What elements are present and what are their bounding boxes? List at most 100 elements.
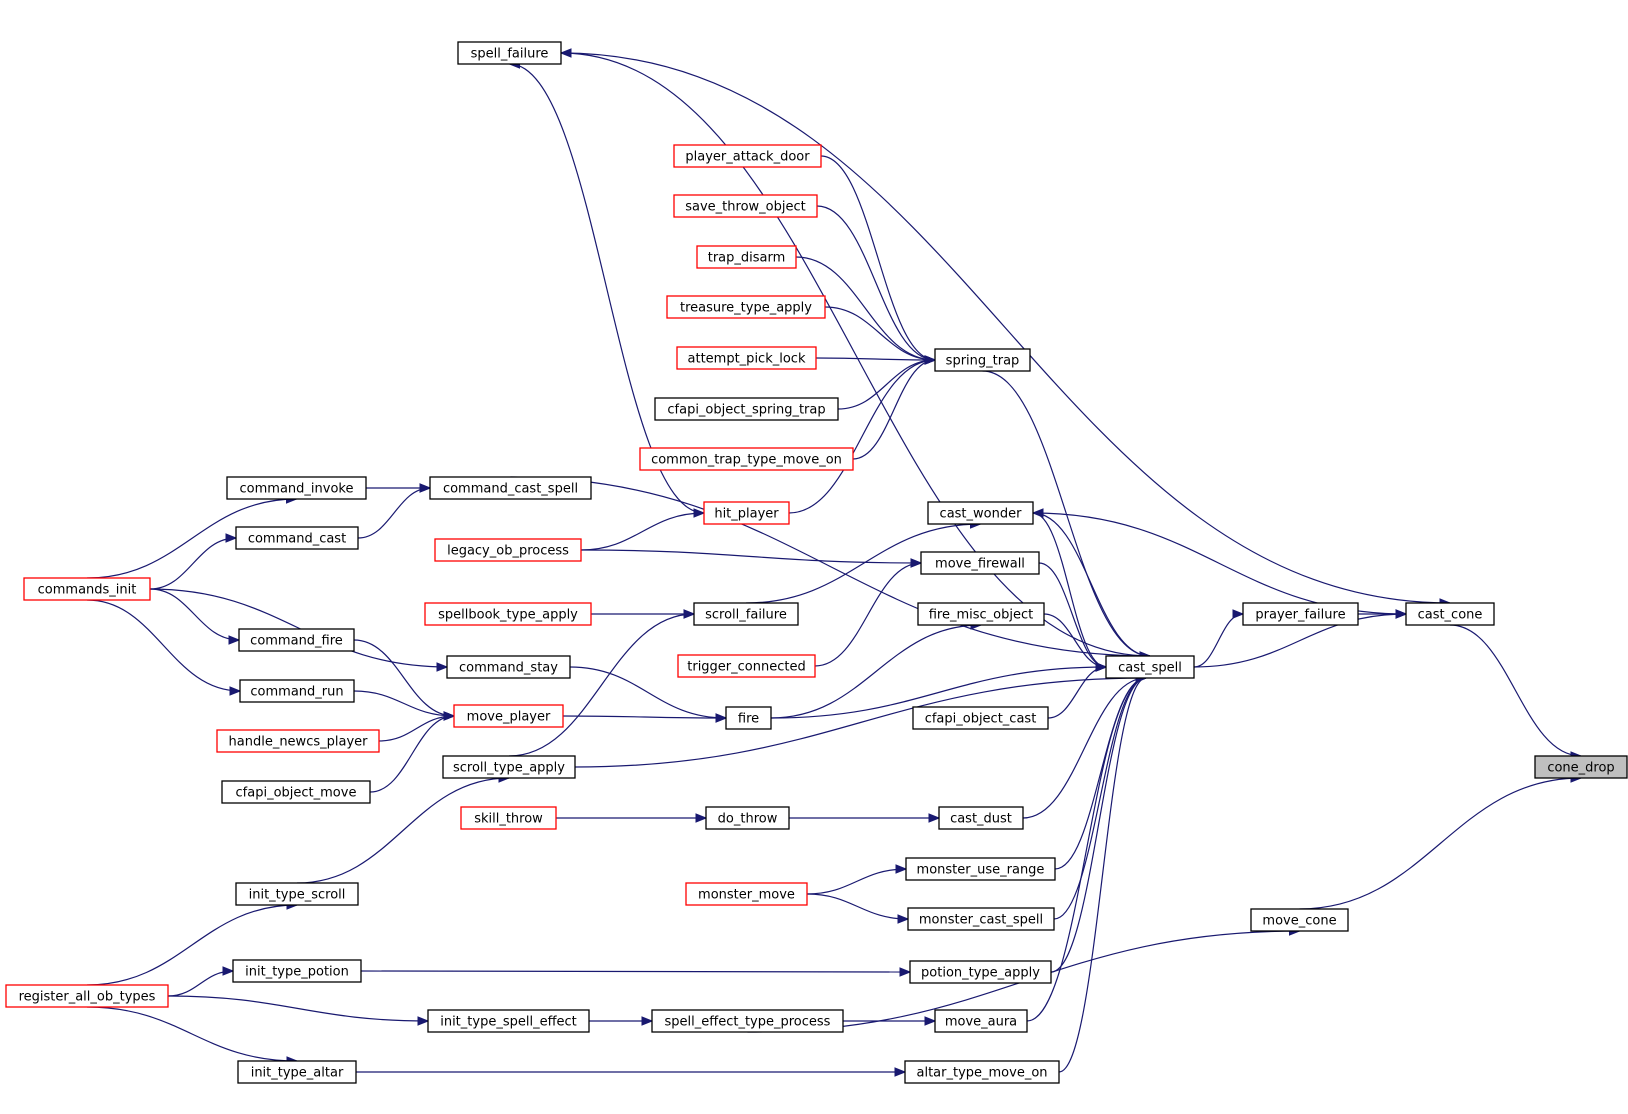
node-spellbook_type_apply[interactable]: spellbook_type_apply bbox=[424, 602, 592, 626]
node-box-skill_throw[interactable] bbox=[460, 806, 557, 830]
node-monster_move[interactable]: monster_move bbox=[685, 882, 808, 906]
node-fire_misc_object[interactable]: fire_misc_object bbox=[917, 602, 1045, 626]
node-legacy_ob_process[interactable]: legacy_ob_process bbox=[434, 538, 582, 562]
node-fire[interactable]: fire bbox=[725, 706, 772, 730]
node-init_type_scroll[interactable]: init_type_scroll bbox=[235, 882, 359, 906]
node-box-prayer_failure[interactable] bbox=[1242, 602, 1359, 626]
node-box-command_run[interactable] bbox=[239, 679, 355, 703]
node-box-spellbook_type_apply[interactable] bbox=[424, 602, 592, 626]
node-box-init_type_spell_effect[interactable] bbox=[427, 1009, 590, 1033]
node-do_throw[interactable]: do_throw bbox=[705, 806, 790, 830]
node-box-monster_move[interactable] bbox=[685, 882, 808, 906]
node-box-cone_drop[interactable] bbox=[1534, 755, 1628, 779]
node-move_firewall[interactable]: move_firewall bbox=[920, 551, 1040, 575]
node-box-spell_failure[interactable] bbox=[457, 41, 562, 65]
node-box-move_firewall[interactable] bbox=[920, 551, 1040, 575]
node-command_invoke[interactable]: command_invoke bbox=[226, 476, 367, 500]
node-cast_spell[interactable]: cast_spell bbox=[1105, 655, 1195, 679]
node-box-init_type_potion[interactable] bbox=[232, 959, 362, 983]
node-box-altar_type_move_on[interactable] bbox=[904, 1060, 1060, 1084]
node-cfapi_object_spring_trap[interactable]: cfapi_object_spring_trap bbox=[654, 397, 839, 421]
node-box-common_trap_type_move_on[interactable] bbox=[639, 447, 854, 471]
node-scroll_type_apply[interactable]: scroll_type_apply bbox=[442, 755, 576, 779]
node-box-hit_player[interactable] bbox=[703, 501, 790, 525]
node-box-cfapi_object_move[interactable] bbox=[221, 780, 371, 804]
node-box-cast_spell[interactable] bbox=[1105, 655, 1195, 679]
node-box-potion_type_apply[interactable] bbox=[909, 960, 1052, 984]
node-box-cfapi_object_cast[interactable] bbox=[912, 706, 1049, 730]
node-spell_effect_type_process[interactable]: spell_effect_type_process bbox=[651, 1009, 844, 1033]
node-skill_throw[interactable]: skill_throw bbox=[460, 806, 557, 830]
node-command_fire[interactable]: command_fire bbox=[238, 628, 355, 652]
node-cfapi_object_cast[interactable]: cfapi_object_cast bbox=[912, 706, 1049, 730]
node-box-command_cast_spell[interactable] bbox=[429, 476, 592, 500]
node-move_player[interactable]: move_player bbox=[453, 704, 564, 728]
node-box-trigger_connected[interactable] bbox=[677, 654, 816, 678]
node-box-cast_dust[interactable] bbox=[938, 806, 1024, 830]
node-monster_use_range[interactable]: monster_use_range bbox=[905, 857, 1056, 881]
node-box-cast_cone[interactable] bbox=[1405, 602, 1495, 626]
node-commands_init[interactable]: commands_init bbox=[23, 577, 151, 601]
node-command_stay[interactable]: command_stay bbox=[446, 655, 571, 679]
node-hit_player[interactable]: hit_player bbox=[703, 501, 790, 525]
node-treasure_type_apply[interactable]: treasure_type_apply bbox=[666, 295, 826, 319]
node-register_all_ob_types[interactable]: register_all_ob_types bbox=[5, 984, 169, 1008]
node-box-save_throw_object[interactable] bbox=[673, 194, 818, 218]
node-cast_cone[interactable]: cast_cone bbox=[1405, 602, 1495, 626]
node-box-move_aura[interactable] bbox=[934, 1009, 1028, 1033]
node-trigger_connected[interactable]: trigger_connected bbox=[677, 654, 816, 678]
node-init_type_spell_effect[interactable]: init_type_spell_effect bbox=[427, 1009, 590, 1033]
node-box-handle_newcs_player[interactable] bbox=[216, 729, 380, 753]
node-box-attempt_pick_lock[interactable] bbox=[676, 346, 817, 370]
node-altar_type_move_on[interactable]: altar_type_move_on bbox=[904, 1060, 1060, 1084]
node-trap_disarm[interactable]: trap_disarm bbox=[696, 245, 797, 269]
node-box-spring_trap[interactable] bbox=[934, 348, 1031, 372]
node-box-trap_disarm[interactable] bbox=[696, 245, 797, 269]
node-prayer_failure[interactable]: prayer_failure bbox=[1242, 602, 1359, 626]
node-command_run[interactable]: command_run bbox=[239, 679, 355, 703]
node-player_attack_door[interactable]: player_attack_door bbox=[673, 144, 822, 168]
node-move_cone[interactable]: move_cone bbox=[1250, 908, 1349, 932]
node-box-command_invoke[interactable] bbox=[226, 476, 367, 500]
node-box-fire[interactable] bbox=[725, 706, 772, 730]
node-box-legacy_ob_process[interactable] bbox=[434, 538, 582, 562]
node-box-register_all_ob_types[interactable] bbox=[5, 984, 169, 1008]
node-box-scroll_failure[interactable] bbox=[693, 602, 799, 626]
node-box-commands_init[interactable] bbox=[23, 577, 151, 601]
node-box-monster_cast_spell[interactable] bbox=[907, 907, 1055, 931]
node-spring_trap[interactable]: spring_trap bbox=[934, 348, 1031, 372]
node-potion_type_apply[interactable]: potion_type_apply bbox=[909, 960, 1052, 984]
node-box-player_attack_door[interactable] bbox=[673, 144, 822, 168]
node-box-command_fire[interactable] bbox=[238, 628, 355, 652]
node-box-init_type_altar[interactable] bbox=[237, 1060, 357, 1084]
node-command_cast_spell[interactable]: command_cast_spell bbox=[429, 476, 592, 500]
node-box-cfapi_object_spring_trap[interactable] bbox=[654, 397, 839, 421]
node-box-init_type_scroll[interactable] bbox=[235, 882, 359, 906]
node-cast_dust[interactable]: cast_dust bbox=[938, 806, 1024, 830]
node-box-fire_misc_object[interactable] bbox=[917, 602, 1045, 626]
node-box-scroll_type_apply[interactable] bbox=[442, 755, 576, 779]
node-box-do_throw[interactable] bbox=[705, 806, 790, 830]
node-box-move_cone[interactable] bbox=[1250, 908, 1349, 932]
node-box-monster_use_range[interactable] bbox=[905, 857, 1056, 881]
node-init_type_altar[interactable]: init_type_altar bbox=[237, 1060, 357, 1084]
node-scroll_failure[interactable]: scroll_failure bbox=[693, 602, 799, 626]
node-box-command_cast[interactable] bbox=[235, 526, 359, 550]
node-box-move_player[interactable] bbox=[453, 704, 564, 728]
node-init_type_potion[interactable]: init_type_potion bbox=[232, 959, 362, 983]
node-handle_newcs_player[interactable]: handle_newcs_player bbox=[216, 729, 380, 753]
node-box-command_stay[interactable] bbox=[446, 655, 571, 679]
node-move_aura[interactable]: move_aura bbox=[934, 1009, 1028, 1033]
node-box-cast_wonder[interactable] bbox=[927, 501, 1034, 525]
node-box-treasure_type_apply[interactable] bbox=[666, 295, 826, 319]
node-common_trap_type_move_on[interactable]: common_trap_type_move_on bbox=[639, 447, 854, 471]
node-save_throw_object[interactable]: save_throw_object bbox=[673, 194, 818, 218]
node-cone_drop[interactable]: cone_drop bbox=[1534, 755, 1628, 779]
node-command_cast[interactable]: command_cast bbox=[235, 526, 359, 550]
node-spell_failure[interactable]: spell_failure bbox=[457, 41, 562, 65]
node-monster_cast_spell[interactable]: monster_cast_spell bbox=[907, 907, 1055, 931]
node-box-spell_effect_type_process[interactable] bbox=[651, 1009, 844, 1033]
node-cfapi_object_move[interactable]: cfapi_object_move bbox=[221, 780, 371, 804]
node-attempt_pick_lock[interactable]: attempt_pick_lock bbox=[676, 346, 817, 370]
node-cast_wonder[interactable]: cast_wonder bbox=[927, 501, 1034, 525]
